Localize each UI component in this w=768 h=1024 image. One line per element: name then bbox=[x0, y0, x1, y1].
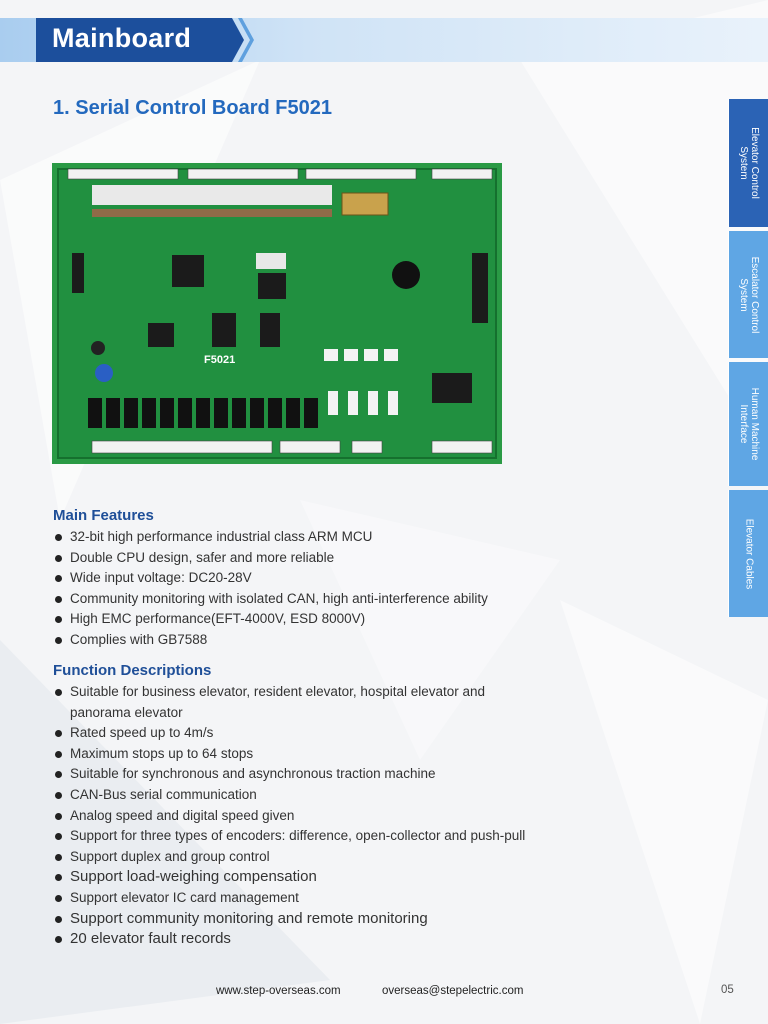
list-item: Maximum stops up to 64 stops bbox=[53, 744, 543, 765]
list-item: Rated speed up to 4m/s bbox=[53, 723, 543, 744]
list-item: Support for three types of encoders: dif… bbox=[53, 826, 543, 847]
side-tab-label: Human Machine Interface bbox=[738, 387, 760, 461]
section-title: 1. Serial Control Board F5021 bbox=[53, 97, 332, 119]
list-item: Support load-weighing compensation bbox=[53, 867, 543, 888]
side-tab-elevator-control[interactable]: Elevator Control System bbox=[728, 99, 768, 227]
side-tab-label: Elevator Cables bbox=[743, 518, 755, 589]
list-item: Support duplex and group control bbox=[53, 847, 543, 868]
header-tab bbox=[36, 18, 244, 62]
page-number: 05 bbox=[721, 984, 734, 996]
side-tab-elevator-cables[interactable]: Elevator Cables bbox=[728, 490, 768, 617]
side-tab-hmi[interactable]: Human Machine Interface bbox=[728, 362, 768, 486]
function-descriptions-list: Suitable for business elevator, resident… bbox=[53, 682, 543, 950]
list-item: CAN-Bus serial communication bbox=[53, 785, 543, 806]
function-descriptions-heading: Function Descriptions bbox=[53, 662, 212, 679]
list-item: Wide input voltage: DC20-28V bbox=[53, 568, 573, 589]
side-tab-label: Escalator Control System bbox=[738, 256, 760, 333]
list-item: High EMC performance(EFT-4000V, ESD 8000… bbox=[53, 609, 573, 630]
main-features-list: 32-bit high performance industrial class… bbox=[53, 527, 573, 651]
list-item: Support elevator IC card management bbox=[53, 888, 543, 909]
circuit-board-image: F5021 bbox=[52, 163, 502, 464]
list-item: Community monitoring with isolated CAN, … bbox=[53, 589, 573, 610]
list-item: Suitable for business elevator, resident… bbox=[53, 682, 543, 723]
side-tab-escalator-control[interactable]: Escalator Control System bbox=[728, 231, 768, 358]
list-item: Suitable for synchronous and asynchronou… bbox=[53, 764, 543, 785]
list-item: 20 elevator fault records bbox=[53, 929, 543, 950]
board-silk-label: F5021 bbox=[204, 354, 235, 366]
list-item: Complies with GB7588 bbox=[53, 630, 573, 651]
list-item: 32-bit high performance industrial class… bbox=[53, 527, 573, 548]
list-item: Support community monitoring and remote … bbox=[53, 909, 543, 930]
side-tab-label: Elevator Control System bbox=[738, 127, 760, 199]
main-features-heading: Main Features bbox=[53, 507, 154, 524]
list-item: Double CPU design, safer and more reliab… bbox=[53, 548, 573, 569]
footer-website-link[interactable]: www.step-overseas.com bbox=[216, 985, 341, 997]
page-title: Mainboard bbox=[52, 23, 192, 53]
footer-email-link[interactable]: overseas@stepelectric.com bbox=[382, 985, 524, 997]
list-item: Analog speed and digital speed given bbox=[53, 806, 543, 827]
